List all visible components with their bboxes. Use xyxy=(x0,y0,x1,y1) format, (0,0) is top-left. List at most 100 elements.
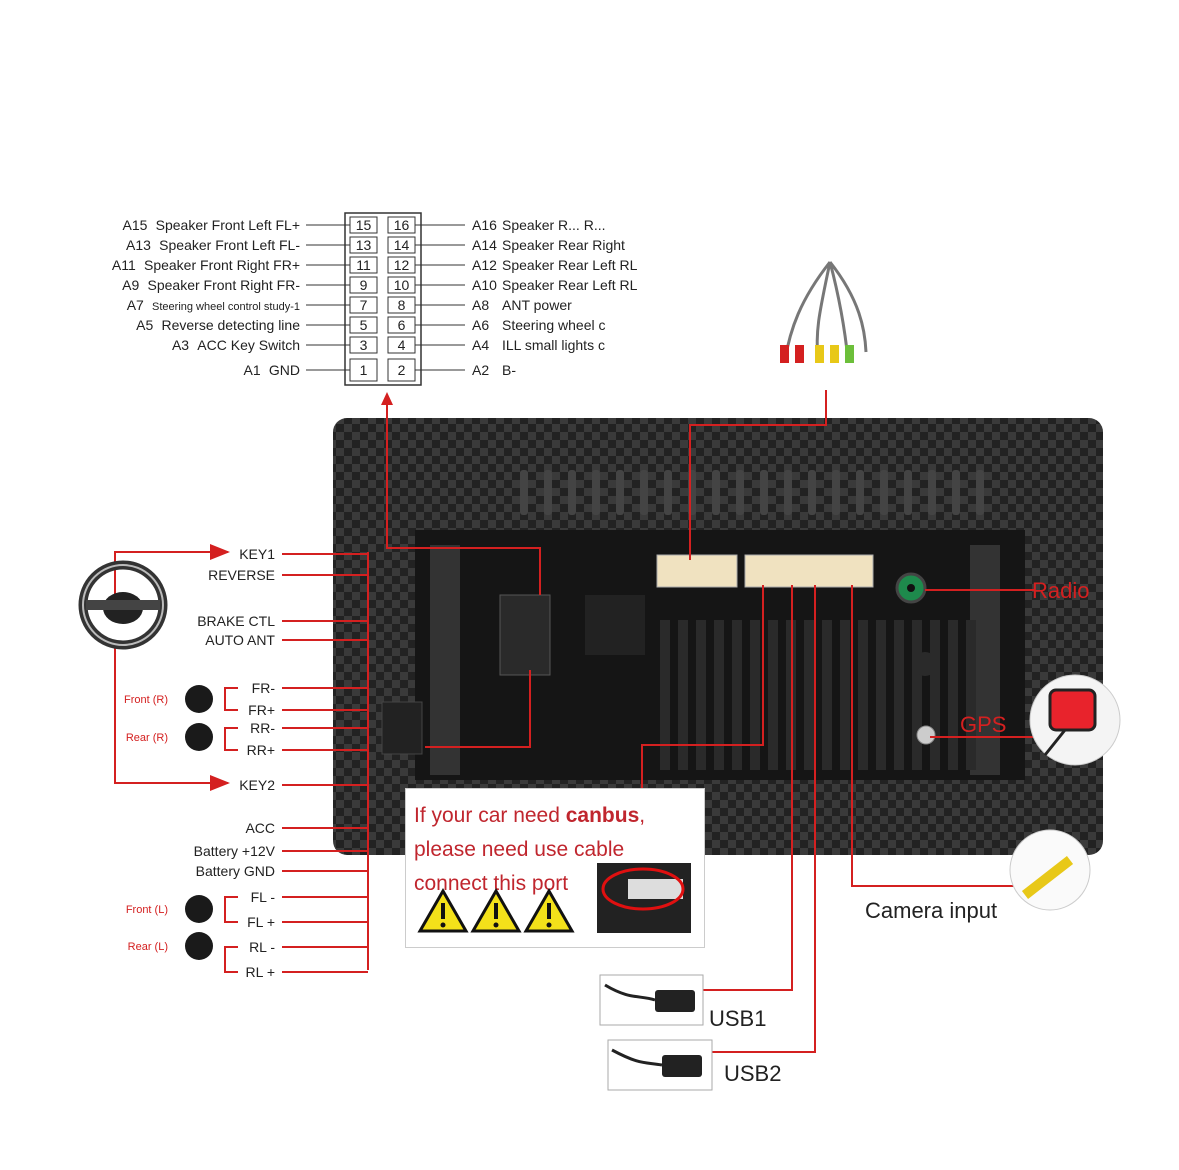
rib xyxy=(750,620,760,770)
speaker-branch xyxy=(224,727,238,751)
pin-number: 2 xyxy=(398,362,406,378)
rib xyxy=(930,620,940,770)
canbus-note: If your car need canbus, please need use… xyxy=(405,788,705,948)
camera-connector-image xyxy=(1009,829,1091,911)
pin-number: 7 xyxy=(360,297,368,313)
gps-port xyxy=(916,725,936,745)
pin-code-left: A5 xyxy=(136,317,153,333)
pin-code-left: A3 xyxy=(172,337,189,353)
rib xyxy=(696,620,706,770)
vent-slot xyxy=(928,470,936,515)
vent-slot xyxy=(784,470,792,515)
rib xyxy=(858,620,868,770)
pin-number: 13 xyxy=(356,237,372,253)
canbus-text-2: please need use cable xyxy=(414,838,625,861)
gps-antenna-image xyxy=(1029,674,1121,766)
pin-label-right: Steering wheel c xyxy=(502,317,606,333)
pin-number: 4 xyxy=(398,337,406,353)
warning-icon xyxy=(470,887,522,933)
pin-number: 8 xyxy=(398,297,406,313)
pin-code-right: A6 xyxy=(472,317,489,333)
harness-label: BRAKE CTL xyxy=(197,613,275,629)
vent-slot xyxy=(592,470,600,515)
speaker-icon xyxy=(185,932,213,960)
connector-main xyxy=(656,554,738,588)
pin-label-left: Speaker Front Right FR+ xyxy=(144,257,300,273)
pin-code-right: A10 xyxy=(472,277,497,293)
harness-label: ACC xyxy=(245,820,275,836)
rib xyxy=(714,620,724,770)
rib xyxy=(948,620,958,770)
harness-label: RR- xyxy=(250,720,275,736)
pin-label-right: B- xyxy=(502,362,516,378)
pin-number: 6 xyxy=(398,317,406,333)
canbus-keyword: canbus xyxy=(565,804,640,827)
speaker-icon xyxy=(185,895,213,923)
pin-number: 5 xyxy=(360,317,368,333)
pin-label-left: Speaker Front Right FR- xyxy=(148,277,301,293)
rib xyxy=(660,620,670,770)
connector-aux xyxy=(744,554,874,588)
speaker-label: Rear (R) xyxy=(126,732,168,744)
pin-label-right: Speaker Rear Left RL xyxy=(502,277,638,293)
speaker-label: Front (R) xyxy=(124,694,168,706)
pin-number: 14 xyxy=(394,237,410,253)
rib xyxy=(876,620,886,770)
vent-slot xyxy=(544,470,552,515)
speaker-branch xyxy=(224,896,238,923)
pin-code-right: A8 xyxy=(472,297,489,313)
vent-slot xyxy=(664,470,672,515)
pin-code-right: A14 xyxy=(472,237,497,253)
pin-code-left: A9 xyxy=(122,277,139,293)
pin-number: 11 xyxy=(356,257,371,273)
pin-number: 9 xyxy=(360,277,368,293)
pin-label-left: Speaker Front Left FL- xyxy=(159,237,300,253)
vent-slot xyxy=(832,470,840,515)
pin-label-right: ILL small lights c xyxy=(502,337,605,353)
harness-label: FR- xyxy=(252,680,276,696)
harness-label: REVERSE xyxy=(208,567,275,583)
canbus-text-1: If your car need xyxy=(414,804,566,827)
pin-label-left: Reverse detecting line xyxy=(161,317,300,333)
harness-label: Battery GND xyxy=(196,863,275,879)
speaker-label: Rear (L) xyxy=(128,941,168,953)
vent-slot xyxy=(880,470,888,515)
steering-wheel-icon xyxy=(78,560,168,650)
vent-slot xyxy=(904,470,912,515)
warning-icon xyxy=(417,887,469,933)
pin-label-left: Steering wheel control study-1 xyxy=(152,301,300,313)
pin-number: 15 xyxy=(356,217,372,233)
wires xyxy=(114,390,1040,1053)
rib xyxy=(966,620,976,770)
pin-label-right: Speaker R... R... xyxy=(502,217,605,233)
usb1-label: USB1 xyxy=(709,1006,766,1031)
cable-harness-image xyxy=(780,261,868,363)
canbus-port-photo xyxy=(597,863,691,933)
harness-label: KEY1 xyxy=(239,546,275,562)
pin-code-left: A7 xyxy=(127,297,144,313)
rib xyxy=(768,620,778,770)
vent-slot xyxy=(808,470,816,515)
harness-label: FR+ xyxy=(248,702,275,718)
vent-slot xyxy=(568,470,576,515)
vent-slot xyxy=(952,470,960,515)
usb1-cable-image xyxy=(599,974,704,1026)
pin-code-left: A1 xyxy=(244,362,261,378)
rib xyxy=(822,620,832,770)
pin-code-left: A15 xyxy=(123,217,148,233)
gps-label: GPS xyxy=(960,712,1006,737)
pin-code-left: A13 xyxy=(126,237,151,253)
pin-code-right: A2 xyxy=(472,362,489,378)
pin-code-right: A12 xyxy=(472,257,497,273)
pin-label-right: Speaker Rear Right xyxy=(502,237,625,253)
pin-label-left: GND xyxy=(269,362,300,378)
vent-slot xyxy=(616,470,624,515)
vent-slot xyxy=(736,470,744,515)
rib xyxy=(678,620,688,770)
pin-code-right: A4 xyxy=(472,337,489,353)
vent-slot xyxy=(712,470,720,515)
harness-label: KEY2 xyxy=(239,777,275,793)
